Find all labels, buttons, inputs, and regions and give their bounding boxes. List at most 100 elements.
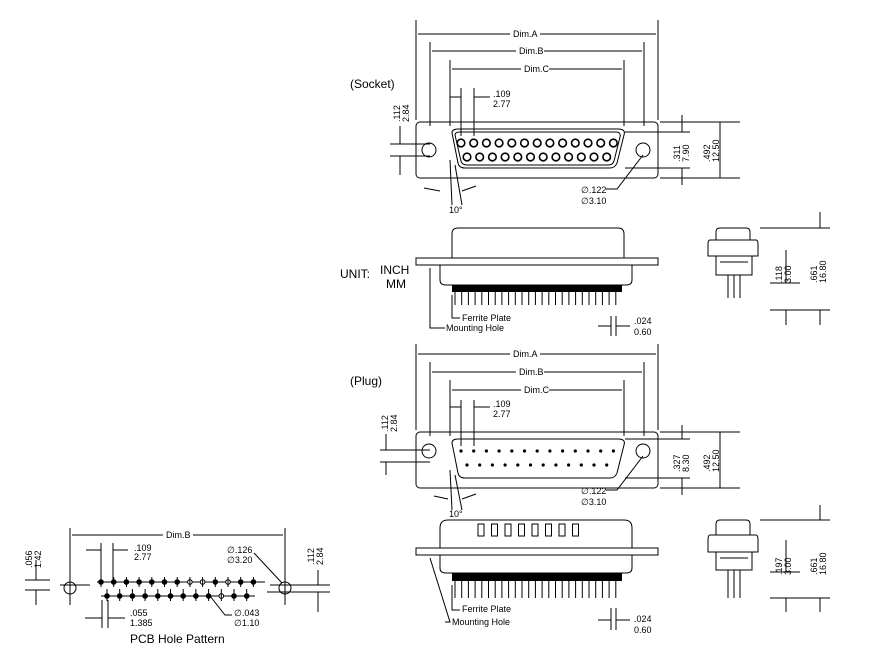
plug-pin (579, 463, 583, 467)
socket-pin (507, 138, 517, 148)
plug-title: (Plug) (350, 374, 382, 388)
plug-height-in: .492 (702, 454, 712, 472)
pcb-stagger-in: .055 (130, 608, 148, 618)
plug-shell-in: .327 (672, 454, 682, 472)
plug-slot (545, 523, 552, 537)
plug-pin (472, 449, 476, 453)
socket-tail-mm: 3.00 (783, 265, 793, 283)
pcb-hole-pattern: Dim.B .056 1.42 .112 2.84 .109 2.77 .055… (24, 528, 330, 646)
socket-pin (583, 138, 593, 148)
plug-total-in: .661 (809, 557, 819, 575)
plug-slot (518, 523, 525, 537)
socket-pin (500, 152, 510, 162)
socket-pitch-in: .109 (493, 89, 511, 99)
pcb-dim-b: Dim.B (166, 530, 191, 540)
socket-pin (513, 152, 523, 162)
socket-mounting-label: Mounting Hole (446, 323, 504, 333)
socket-pin (462, 152, 472, 162)
plug-pin (497, 449, 501, 453)
plug-slot (572, 523, 579, 537)
socket-pin (525, 152, 536, 162)
pcb-stagger-mm: 1.385 (130, 618, 153, 628)
plug-ferrite-label: Ferrite Plate (462, 604, 511, 614)
socket-tails (454, 292, 617, 305)
pcb-holes (97, 577, 265, 601)
unit-label: UNIT: (340, 267, 370, 281)
plug-pins (459, 449, 616, 467)
socket-pin (456, 138, 466, 148)
socket-pin (469, 138, 479, 148)
plug-slot (477, 523, 485, 537)
plug-pin (567, 463, 571, 467)
plug-tail-in: .197 (774, 557, 784, 575)
plug-pin (586, 449, 590, 453)
unit-inch: INCH (380, 263, 409, 277)
socket-height-in: .492 (702, 144, 712, 162)
plug-pin (548, 449, 552, 453)
socket-pin (589, 152, 599, 162)
plug-tail-mm: 3.00 (783, 557, 793, 575)
socket-pin (481, 138, 492, 148)
plug-flange-mm: 2.84 (389, 414, 399, 432)
socket-pin (570, 138, 580, 148)
plug-pin (522, 449, 527, 453)
socket-dim-a: Dim.A (513, 29, 538, 39)
socket-pin (557, 138, 568, 148)
socket-dim-c: Dim.C (524, 64, 549, 74)
plug-shell-mm: 8.30 (681, 454, 691, 472)
plug-angle: 10° (449, 509, 463, 519)
socket-pin (538, 152, 548, 162)
socket-front-view: (Socket) Dim.A Dim.B Dim.C .109 2.77 .11… (350, 20, 740, 215)
plug-thick-mm: 0.60 (634, 625, 652, 635)
plug-mounting-label: Mounting Hole (452, 617, 510, 627)
plug-dim-a: Dim.A (513, 349, 538, 359)
socket-angle: 10° (449, 205, 463, 215)
socket-pin (475, 152, 485, 162)
plug-slot (504, 523, 512, 537)
socket-hole-in: ∅.122 (581, 185, 606, 195)
plug-pitch-mm: 2.77 (493, 409, 511, 419)
socket-tail-in: .118 (774, 266, 784, 283)
plug-hole-mm: ∅3.10 (581, 497, 606, 507)
socket-pin (519, 138, 530, 148)
plug-slot (558, 523, 566, 537)
socket-height-mm: 12.50 (711, 139, 721, 162)
pcb-pin-mm: ∅1.10 (234, 618, 259, 628)
socket-ferrite-label: Ferrite Plate (462, 313, 511, 323)
socket-pin (602, 152, 612, 162)
socket-dim-b: Dim.B (519, 46, 544, 56)
plug-pin (478, 463, 482, 467)
plug-dim-b: Dim.B (519, 367, 544, 377)
plug-pin (490, 463, 494, 467)
socket-flange-mm: 2.84 (401, 104, 411, 122)
socket-pins (456, 138, 619, 162)
plug-slots (477, 523, 579, 537)
plug-pin (561, 449, 565, 453)
pcb-mount-in: ∅.126 (227, 545, 252, 555)
plug-pin (535, 449, 539, 453)
socket-pin (487, 152, 498, 162)
socket-thick-in: .024 (634, 316, 652, 326)
plug-front-view: (Plug) Dim.A Dim.B Dim.C .109 2.77 .112 … (350, 344, 740, 519)
plug-pin (611, 449, 616, 453)
pcb-row-mm: 2.84 (315, 547, 325, 565)
plug-pin (484, 449, 488, 453)
plug-pin (516, 463, 520, 467)
socket-shell-in: .311 (672, 145, 682, 162)
plug-pin (554, 463, 558, 467)
plug-slot (491, 523, 498, 537)
socket-total-mm: 16.80 (818, 260, 828, 283)
plug-pin (605, 463, 609, 467)
plug-pin (592, 463, 596, 467)
unit-mm: MM (386, 277, 406, 291)
plug-pin (573, 449, 577, 453)
socket-shell-mm: 7.90 (681, 144, 691, 162)
socket-pin (545, 138, 555, 148)
plug-pin (465, 463, 469, 467)
plug-pin (459, 449, 463, 453)
pcb-offset-mm: 1.42 (33, 550, 43, 568)
socket-pin (551, 152, 561, 162)
socket-pin (532, 138, 542, 148)
plug-slot (531, 523, 539, 537)
